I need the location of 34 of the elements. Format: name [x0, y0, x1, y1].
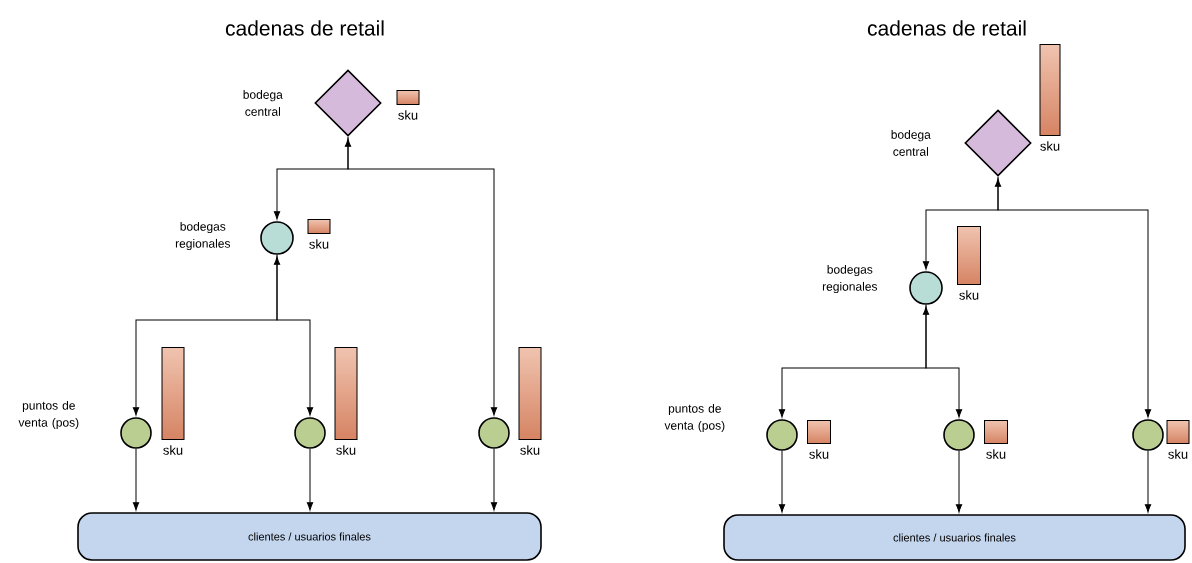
sku-label: sku — [309, 239, 329, 249]
arrow — [955, 450, 963, 513]
location-circle — [294, 417, 326, 449]
sku-label: sku — [398, 110, 418, 120]
arrow — [347, 136, 498, 416]
node-caption: bodega central — [243, 90, 283, 116]
location-circle — [943, 419, 975, 451]
node-caption: bodegas regionales — [822, 264, 878, 294]
title: cadenas de retail — [867, 20, 1026, 36]
sku-label: sku — [1040, 141, 1060, 151]
sku-label: sku — [163, 445, 183, 455]
arrow — [925, 304, 963, 418]
node-caption: bodegas regionales — [175, 221, 231, 251]
sku-label: sku — [959, 290, 979, 300]
sku-label: sku — [1168, 449, 1188, 459]
sku-label: sku — [520, 445, 540, 455]
arrow — [490, 448, 498, 511]
sku-label: sku — [986, 449, 1006, 459]
arrow — [132, 448, 140, 511]
arrow — [306, 448, 314, 511]
node-caption: puntos de venta (pos) — [664, 403, 725, 433]
arrow — [276, 254, 314, 416]
node-caption: puntos de venta (pos) — [18, 400, 79, 430]
location-circle — [1132, 419, 1164, 451]
customer-band: clientes / usuarios finales — [723, 514, 1186, 561]
customer-band: clientes / usuarios finales — [77, 512, 542, 561]
title: cadenas de retail — [225, 20, 384, 36]
location-circle — [478, 417, 510, 449]
arrow — [1144, 450, 1152, 513]
sku-label: sku — [336, 445, 356, 455]
arrow — [778, 450, 786, 513]
arrow — [997, 176, 1152, 418]
sku-label: sku — [809, 449, 829, 459]
node-caption: bodega central — [891, 130, 931, 156]
